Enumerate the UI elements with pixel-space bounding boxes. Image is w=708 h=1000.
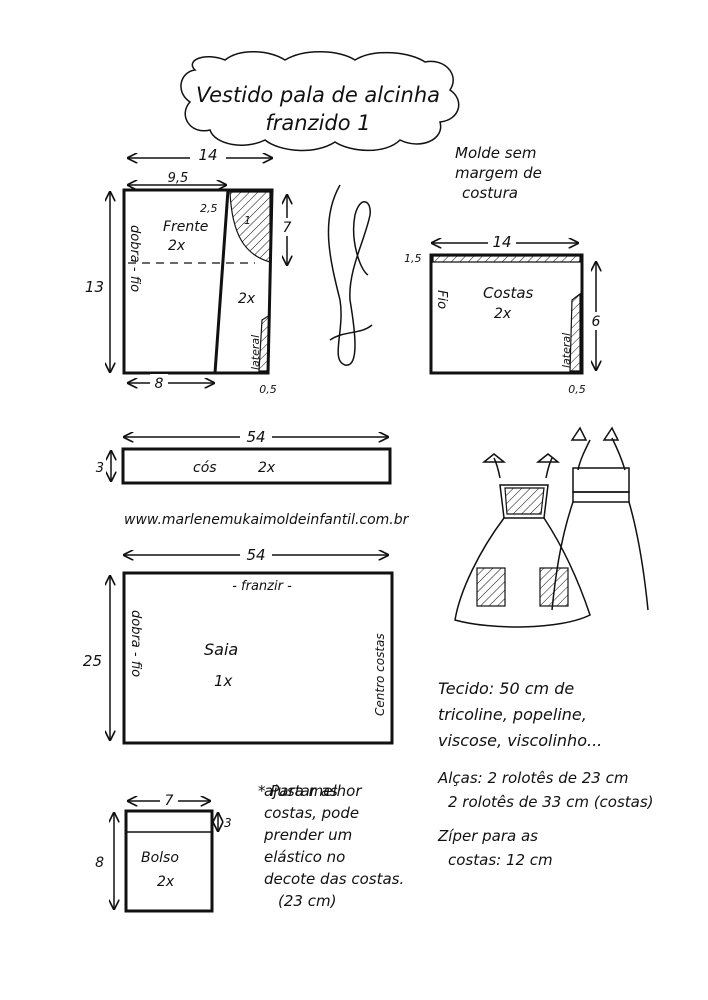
saia-count: 1x (214, 672, 233, 690)
frente-corner-label: 0,5 (259, 383, 277, 396)
costas-width-label: 14 (492, 233, 511, 251)
back-elastic-tip: * Para melhor ajustar as costas, pode pr… (258, 780, 404, 912)
costas-grain-label: Fio (434, 290, 449, 309)
saia-outline (122, 571, 394, 745)
bolso-outline (124, 809, 214, 913)
costas-corner-label: 0,5 (568, 383, 586, 396)
back-dress-bodice (572, 467, 630, 493)
frente-piece: 14 9,5 13 8 7 2,5 1 0,5 Frente 2x 2x dob… (85, 146, 296, 396)
frente-top-label: 9,5 (168, 171, 189, 186)
cos-name: cós (193, 460, 217, 476)
bolso-top-label: 3 (224, 816, 232, 830)
saia-width-label: 54 (246, 546, 265, 564)
tip-line-4: prender um (264, 826, 353, 844)
tip-line-7: (23 cm) (278, 892, 337, 910)
fabric-line-3: viscose, viscolinho... (438, 731, 603, 750)
saia-fold-label: dobra - fio (128, 610, 143, 677)
front-dress-skirt (454, 517, 591, 628)
costas-lateral-label: lateral (560, 333, 573, 368)
note-line-2: margem de (455, 164, 542, 182)
frente-count: 2x (168, 238, 186, 254)
front-dress-pocket-right (539, 567, 569, 607)
costas-piece: 14 6 1,5 0,5 Costas 2x Fio lateral (404, 232, 605, 396)
website-url: www.marlenemukaimoldeinfantil.com.br (124, 512, 410, 528)
frente-height-label: 13 (85, 278, 104, 296)
title-line-1: Vestido pala de alcinha (196, 83, 440, 107)
frente-small-label: 2,5 (200, 202, 218, 215)
frente-fold-label: dobra - fio (127, 225, 142, 292)
front-dress-bows (481, 453, 561, 463)
zipper-line-1: Zíper para as (438, 827, 538, 845)
frente-side-label: 7 (283, 220, 292, 236)
fabric-line-1: Tecido: 50 cm de (438, 679, 575, 698)
frente-side-outline (215, 188, 274, 375)
front-dress-straps (493, 457, 553, 479)
fabric-line-2: tricoline, popeline, (438, 705, 587, 724)
frente-lateral-label: lateral (249, 335, 262, 370)
materials-list: Tecido: 50 cm de tricoline, popeline, vi… (438, 676, 654, 872)
tip-line-6: decote das costas. (264, 870, 405, 888)
frente-name: Frente (163, 219, 208, 235)
straps-line-1: Alças: 2 rolotês de 23 cm (438, 769, 629, 787)
dress-illustration (454, 426, 649, 628)
back-dress-straps (577, 437, 626, 471)
costas-height-label: 6 (592, 314, 601, 330)
tip-line-5: elástico no (264, 848, 346, 866)
cos-width-label: 54 (246, 428, 265, 446)
tip-line-2: ajustar as (264, 782, 338, 800)
bolso-height-label: 8 (95, 855, 104, 871)
saia-height-label: 25 (83, 652, 102, 670)
frente-count-2: 2x (238, 291, 256, 307)
back-dress-bows (570, 426, 620, 441)
saia-piece: 54 25 - franzir - Saia 1x dobra - fio Ce… (83, 544, 394, 745)
frente-armhole-hatch (229, 191, 271, 263)
title-line-2: franzido 1 (265, 111, 370, 135)
frente-side-hatch (258, 313, 271, 372)
cos-height-label: 3 (96, 461, 104, 476)
zipper-line-2: costas: 12 cm (448, 851, 553, 869)
costas-name: Costas (483, 284, 534, 302)
cos-piece: 54 3 cós 2x (96, 426, 392, 485)
saia-center-back-label: Centro costas (373, 633, 387, 716)
straps-line-2: 2 rolotês de 33 cm (costas) (448, 793, 654, 811)
note-line-3: costura (462, 184, 518, 202)
title-cloud: Vestido pala de alcinha franzido 1 (180, 51, 460, 152)
bolso-count: 2x (157, 874, 175, 890)
bolso-piece: 7 3 8 Bolso 2x (95, 790, 232, 913)
saia-gather-label: - franzir - (232, 579, 292, 594)
costas-top-hatch (432, 255, 581, 263)
no-seam-allowance-note: Molde sem margem de costura (455, 144, 542, 202)
tip-line-3: costas, pode (264, 804, 360, 822)
front-dress-pocket-left (476, 567, 506, 607)
saia-name: Saia (204, 640, 238, 659)
frente-bottom-label: 8 (155, 376, 164, 392)
frente-width-label: 14 (198, 146, 217, 164)
note-line-1: Molde sem (455, 144, 536, 162)
costas-outline (429, 253, 584, 375)
costas-top-label: 1,5 (404, 252, 422, 265)
cos-count: 2x (258, 460, 276, 476)
frente-curve-label: 1 (244, 214, 251, 227)
costas-side-hatch (569, 292, 581, 372)
cos-outline (121, 447, 392, 485)
bolso-width-label: 7 (165, 793, 174, 809)
bolso-name: Bolso (141, 850, 179, 866)
costas-count: 2x (494, 306, 512, 322)
tip-line-1: * Para melhor (258, 782, 362, 800)
signature-mark (327, 184, 373, 366)
